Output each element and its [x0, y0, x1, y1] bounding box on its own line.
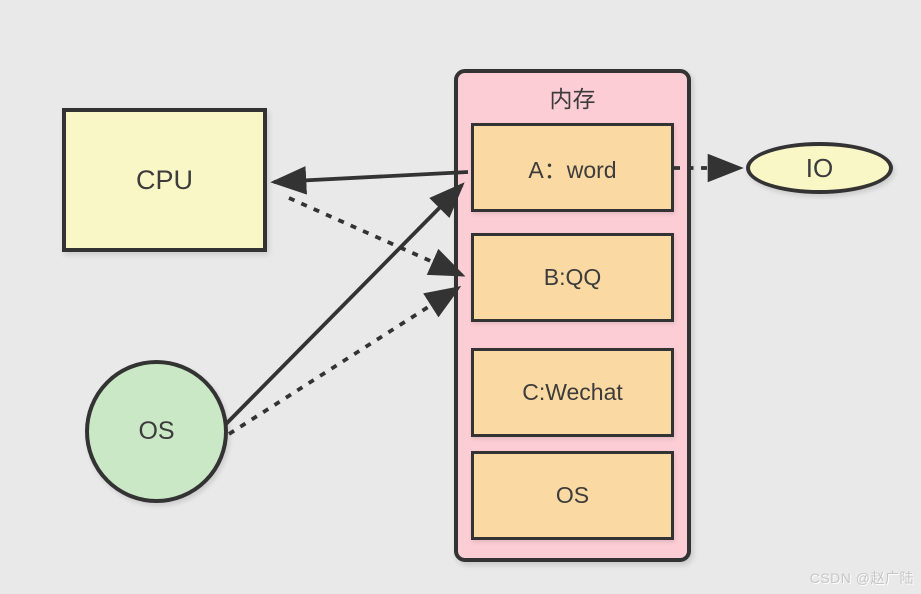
os-circle-label: OS: [138, 417, 175, 445]
arrow-os-to-b: [227, 285, 462, 436]
os-circle: OS: [85, 360, 228, 503]
memory-title: 内存: [549, 86, 596, 112]
io-ellipse: IO: [746, 142, 893, 194]
arrow-cpu-to-b: [288, 196, 466, 277]
memory-container: 内存 A：word B:QQ C:Wechat OS: [454, 69, 691, 562]
memory-block-word: A：word: [471, 123, 674, 212]
memory-block-qq: B:QQ: [471, 233, 674, 322]
io-label: IO: [805, 152, 834, 183]
watermark: CSDN @赵广陆: [809, 570, 914, 586]
arrow-a-to-cpu: [270, 166, 469, 195]
cpu-label: CPU: [135, 164, 193, 195]
cpu-box: CPU: [62, 108, 267, 252]
memory-block-wechat: C:Wechat: [471, 348, 674, 437]
memory-block-os: OS: [471, 451, 674, 540]
